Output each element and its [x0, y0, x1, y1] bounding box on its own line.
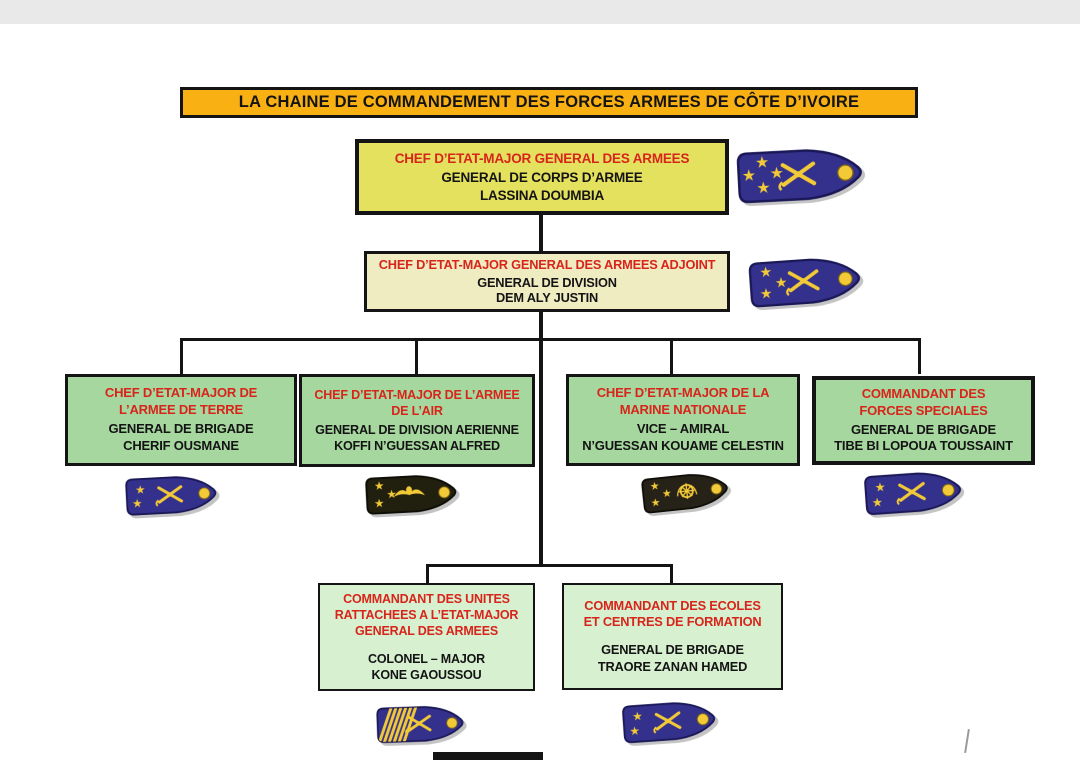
rank-label: COLONEL – MAJOR: [368, 651, 485, 666]
epaulette-general-brigade-fs-icon: ★★: [858, 463, 969, 521]
connector-drop-terre: [180, 338, 183, 374]
role-title: CHEF D’ETAT-MAJOR GENERAL DES ARMEES ADJ…: [378, 256, 716, 272]
role-title: COMMANDANT DES UNITES RATTACHEES A L’ETA…: [334, 591, 519, 639]
svg-text:★: ★: [386, 487, 397, 502]
rank-label: GENERAL DE BRIGADE: [851, 421, 996, 437]
person-name: KOFFI N’GUESSAN ALFRED: [334, 438, 500, 453]
svg-text:★: ★: [759, 286, 773, 303]
svg-text:★: ★: [135, 482, 146, 497]
role-title: CHEF D’ETAT-MAJOR GENERAL DES ARMEES: [394, 150, 690, 166]
svg-text:★: ★: [769, 163, 784, 183]
svg-text:★: ★: [661, 487, 672, 501]
epaulette-general-division-icon: ★★★: [742, 248, 870, 316]
role-title: COMMANDANT DES ECOLES ET CENTRES DE FORM…: [583, 597, 762, 630]
connector-drop-marine: [670, 338, 673, 374]
person-name: KONE GAOUSSOU: [371, 667, 482, 682]
org-box-armee-de-l-air: CHEF D’ETAT-MAJOR DE L’ARMEE DE L’AIR GE…: [299, 374, 535, 467]
epaulette-vice-amiral-icon: ★★★: [636, 461, 737, 523]
svg-text:★: ★: [649, 479, 660, 493]
connector-drop-air: [415, 338, 418, 374]
epaulette-colonel-major-icon: [371, 699, 471, 748]
person-name: CHERIF OUSMANE: [123, 437, 239, 453]
svg-text:★: ★: [774, 275, 788, 292]
person-name: DEM ALY JUSTIN: [496, 290, 598, 306]
page-title: LA CHAINE DE COMMANDEMENT DES FORCES ARM…: [180, 87, 918, 118]
org-box-marine-nationale: CHEF D’ETAT-MAJOR DE LA MARINE NATIONALE…: [566, 374, 800, 466]
svg-text:★: ★: [374, 478, 385, 493]
connector-drop-ecoles: [670, 564, 673, 583]
org-box-forces-speciales: COMMANDANT DES FORCES SPECIALES GENERAL …: [812, 376, 1035, 465]
svg-text:★: ★: [374, 496, 385, 511]
person-name: TIBE BI LOPOUA TOUSSAINT: [834, 438, 1013, 454]
svg-text:★: ★: [756, 177, 771, 197]
rank-label: GENERAL DE DIVISION AERIENNE: [315, 422, 519, 437]
epaulette-general-corps-armee-icon: ★★★★: [729, 138, 872, 211]
svg-text:★: ★: [871, 495, 883, 510]
rank-label: GENERAL DE CORPS D’ARMEE: [441, 170, 643, 186]
org-box-ecoles-formation: COMMANDANT DES ECOLES ET CENTRES DE FORM…: [562, 583, 783, 690]
org-box-armee-de-terre: CHEF D’ETAT-MAJOR DE L’ARMEE DE TERRE GE…: [65, 374, 297, 466]
rank-label: VICE – AMIRAL: [636, 421, 730, 436]
bottom-cropped-bar: [433, 752, 543, 760]
org-box-chef-etat-major-adjoint: CHEF D’ETAT-MAJOR GENERAL DES ARMEES ADJ…: [364, 251, 730, 312]
connector-branch-rail: [181, 338, 921, 341]
epaulette-general-division-aerienne-icon: ★★★: [360, 467, 464, 520]
connector-drop-unites: [426, 564, 429, 583]
rank-label: GENERAL DE BRIGADE: [601, 642, 744, 657]
stray-pen-mark: [964, 728, 970, 754]
role-title: CHEF D’ETAT-MAJOR DE L’ARMEE DE TERRE: [104, 385, 258, 418]
person-name: N’GUESSAN KOUAME CELESTIN: [582, 437, 784, 453]
connector-adjoint-trunk: [539, 311, 543, 567]
connector-bottom-rail: [426, 564, 673, 567]
connector-drop-forces-speciales: [918, 338, 921, 374]
person-name: TRAORE ZANAN HAMED: [597, 658, 748, 674]
svg-text:★: ★: [741, 166, 756, 186]
svg-text:★: ★: [629, 723, 641, 738]
epaulette-general-brigade-ecoles-icon: ★★: [616, 693, 723, 749]
org-box-chef-etat-major-general: CHEF D’ETAT-MAJOR GENERAL DES ARMEES GEN…: [355, 139, 729, 215]
svg-text:★: ★: [755, 152, 770, 172]
rank-label: GENERAL DE BRIGADE: [108, 421, 254, 436]
epaulette-general-brigade-terre-icon: ★★: [120, 468, 224, 521]
top-gray-band: [0, 0, 1080, 24]
svg-text:★: ★: [632, 709, 644, 724]
role-title: CHEF D’ETAT-MAJOR DE L’ARMEE DE L’AIR: [314, 387, 520, 419]
svg-text:★: ★: [759, 265, 773, 282]
rank-label: GENERAL DE DIVISION: [477, 274, 617, 290]
svg-text:★: ★: [650, 496, 661, 510]
svg-text:★: ★: [132, 496, 143, 511]
org-box-unites-rattachees: COMMANDANT DES UNITES RATTACHEES A L’ETA…: [318, 583, 535, 691]
person-name: LASSINA DOUMBIA: [480, 187, 604, 203]
role-title: CHEF D’ETAT-MAJOR DE LA MARINE NATIONALE: [596, 385, 770, 418]
svg-text:★: ★: [874, 480, 886, 495]
role-title: COMMANDANT DES FORCES SPECIALES: [859, 385, 988, 418]
connector-cema-to-adjoint: [539, 215, 543, 252]
